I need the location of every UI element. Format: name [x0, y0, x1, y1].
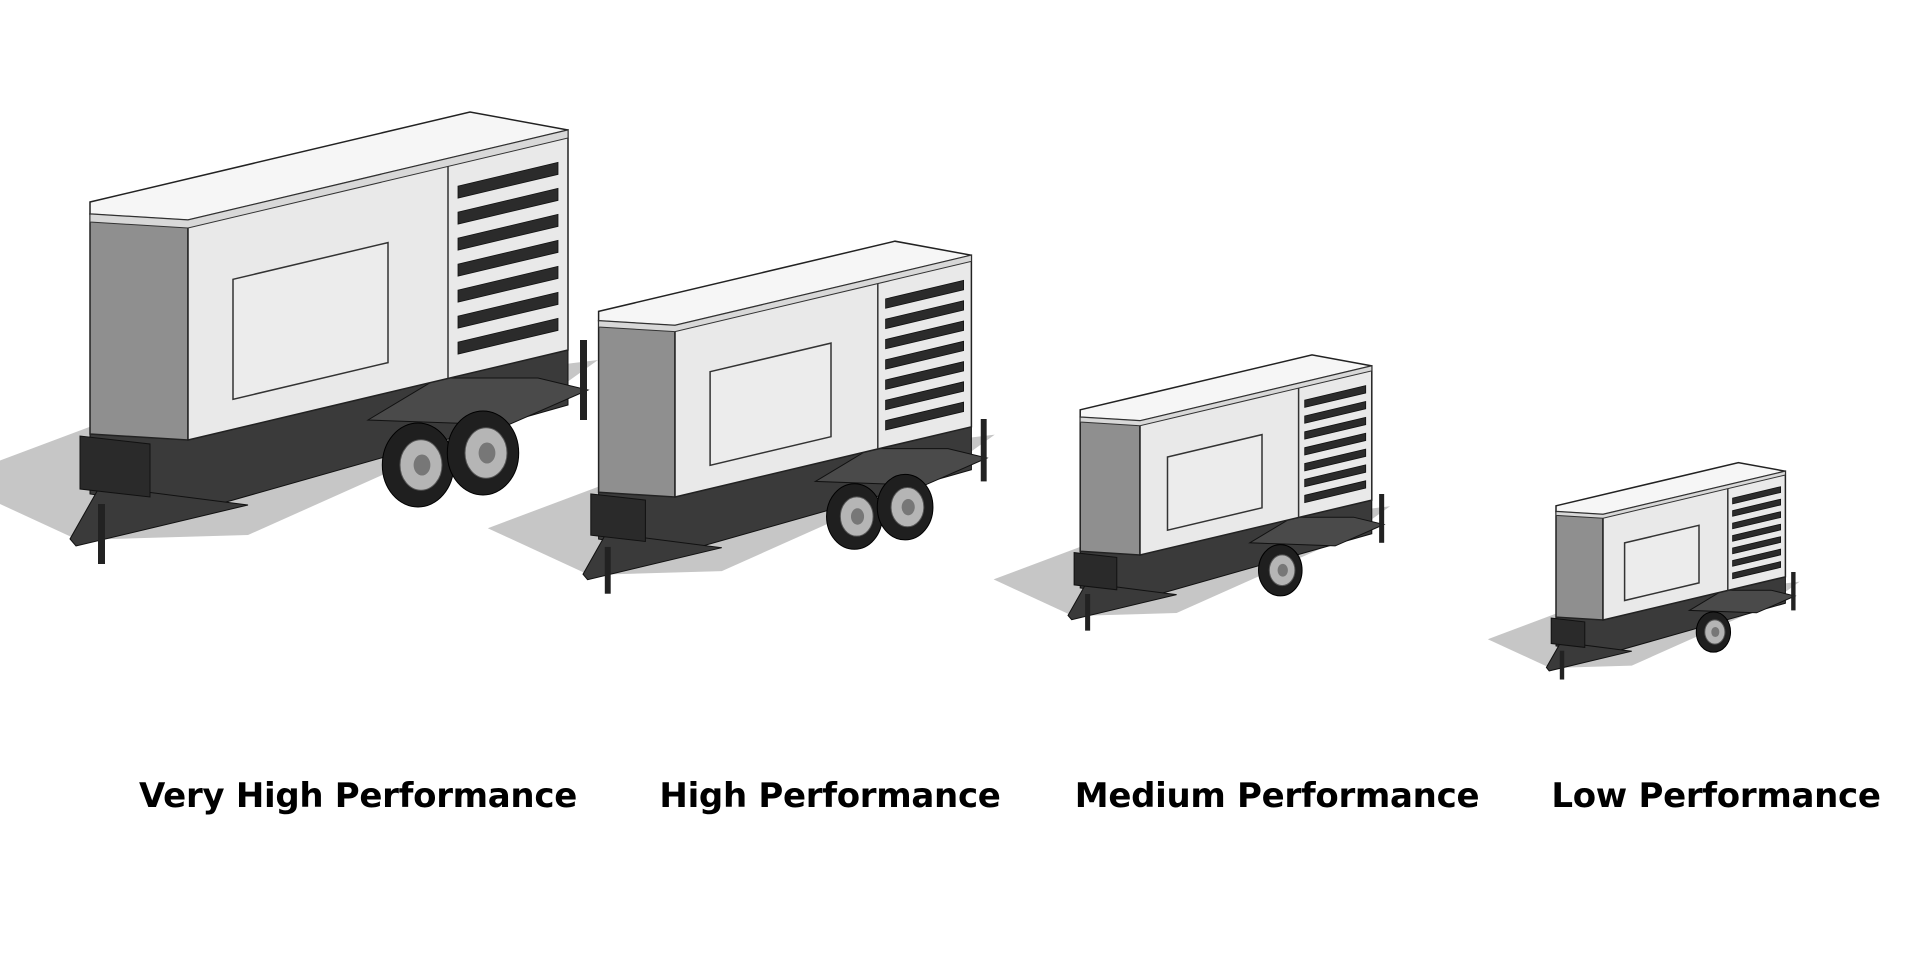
vent-slat — [885, 300, 964, 330]
vent-slat — [1304, 416, 1367, 440]
enclosure-side-panel — [597, 319, 676, 498]
enclosure-side-panel — [1079, 416, 1141, 556]
caption-medium-performance: Medium Performance — [1074, 776, 1480, 816]
rear-jack-stand — [1379, 494, 1385, 543]
front-jack-stand — [98, 504, 105, 564]
wheel-hub — [1711, 626, 1720, 638]
wheel-hub — [478, 442, 496, 464]
battery-box — [590, 493, 646, 543]
trailer-tongue — [1545, 641, 1632, 672]
fender — [1248, 516, 1386, 547]
vent-slat — [457, 317, 559, 355]
vent-slat — [885, 401, 964, 431]
trailer-tongue — [1067, 582, 1177, 621]
rear-jack-stand — [580, 340, 587, 420]
vent-slat — [1732, 548, 1781, 567]
battery-box — [79, 435, 151, 498]
vent-slat — [885, 381, 964, 411]
vent-slat — [1304, 480, 1367, 504]
roof-edge — [598, 254, 972, 333]
front-jack-stand — [604, 546, 611, 594]
vent-slat — [1304, 448, 1367, 472]
caption-very-high-performance: Very High Performance — [139, 776, 577, 816]
trailer-tongue — [582, 532, 722, 581]
front-jack-stand — [1085, 594, 1091, 631]
vent-slat — [457, 213, 559, 251]
vent-slat — [1304, 464, 1367, 488]
vent-slat — [1732, 523, 1781, 542]
vent-slat — [1732, 486, 1781, 505]
service-door — [1166, 433, 1263, 532]
vent-slat — [1732, 511, 1781, 530]
rear-jack-stand — [1791, 572, 1796, 611]
vent-slat — [457, 239, 559, 277]
wheel-hub — [1277, 563, 1288, 577]
generator-high — [487, 240, 995, 594]
vent-slat — [885, 320, 964, 350]
caption-low-performance: Low Performance — [1551, 776, 1881, 816]
battery-box — [1073, 552, 1118, 591]
vent-slat — [885, 279, 964, 309]
enclosure-side-panel — [89, 213, 189, 441]
enclosure-side-panel — [1555, 510, 1604, 621]
vent-slat — [1304, 385, 1367, 408]
vent-slat — [457, 265, 559, 303]
battery-box — [1550, 617, 1586, 648]
vent-slat — [1304, 400, 1367, 424]
vent-slat — [1304, 432, 1367, 456]
rear-jack-stand — [980, 419, 987, 482]
caption-high-performance: High Performance — [659, 776, 1001, 816]
vent-slat — [885, 340, 964, 370]
roof-edge — [89, 129, 569, 229]
vent-slat — [1732, 561, 1781, 580]
vent-slat — [885, 361, 964, 390]
vent-slat — [457, 161, 559, 199]
generator-medium — [993, 354, 1391, 631]
service-door — [1623, 524, 1700, 602]
roof-edge — [1079, 365, 1373, 427]
vent-slat — [1732, 498, 1781, 517]
roof-edge — [1555, 470, 1786, 519]
generator-low — [1487, 461, 1800, 680]
service-door — [709, 342, 832, 467]
wheel-hub — [413, 454, 431, 476]
vent-slat — [1732, 536, 1781, 555]
service-door — [232, 241, 389, 401]
generator-very-high — [0, 111, 598, 564]
vent-slat — [457, 291, 559, 329]
front-jack-stand — [1559, 650, 1565, 680]
vent-slat — [457, 187, 559, 225]
wheel-hub — [901, 498, 915, 516]
trailer-tongue — [69, 485, 249, 547]
wheel-hub — [850, 508, 865, 525]
